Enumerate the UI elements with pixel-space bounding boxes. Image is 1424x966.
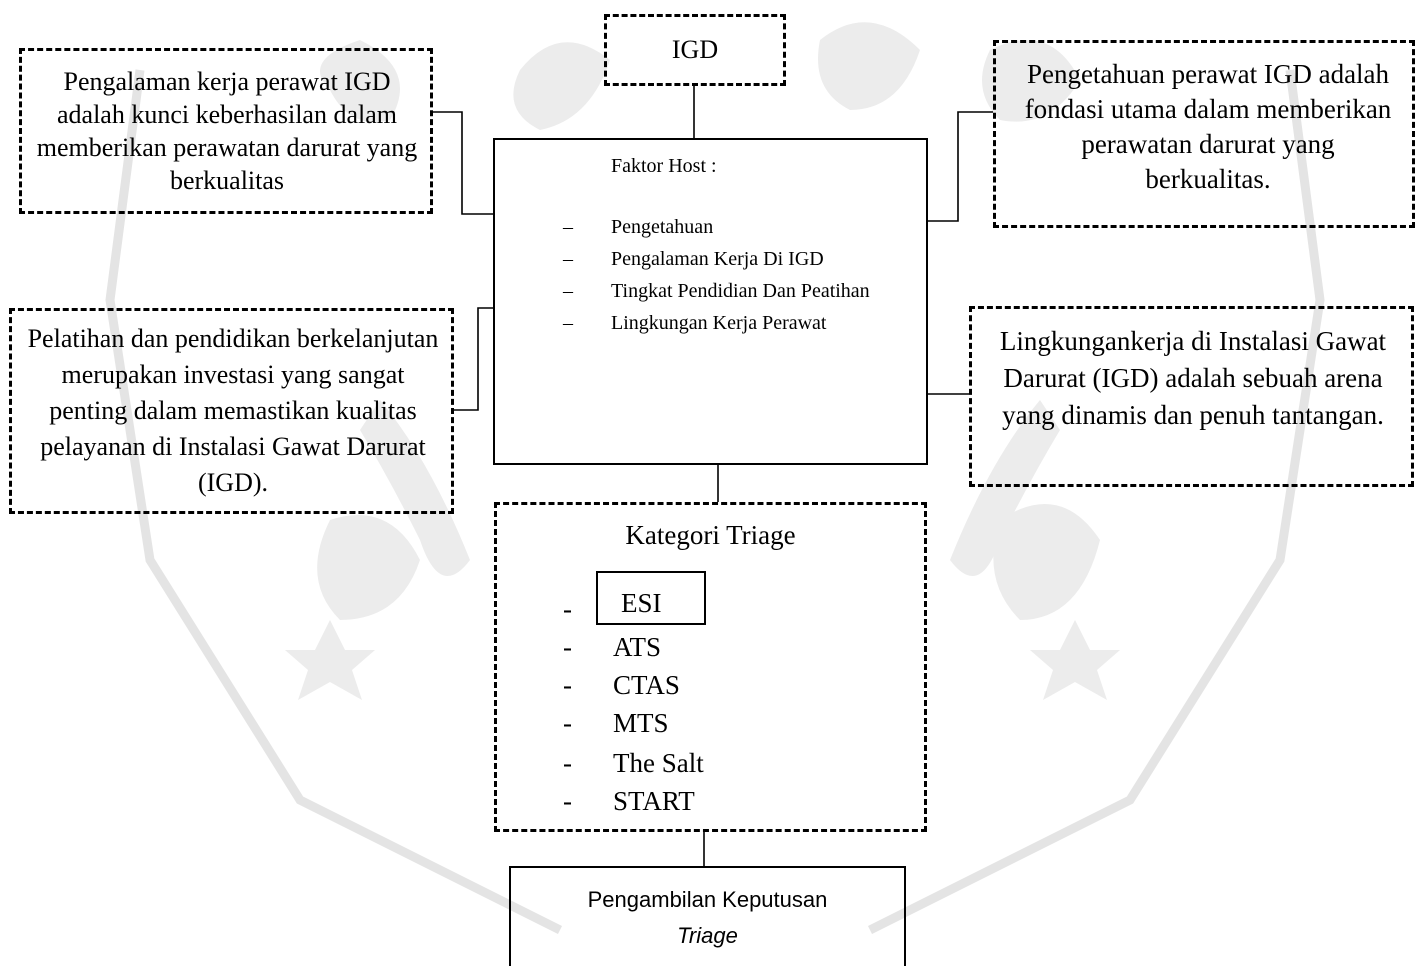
bullet-dash: – bbox=[563, 280, 573, 302]
bullet-dash: - bbox=[563, 786, 572, 816]
triage-item-label: The Salt bbox=[613, 748, 704, 778]
host-factor-item: – Tingkat Pendidian Dan Peatihan bbox=[495, 275, 926, 307]
triage-category-box: Kategori Triage - ESI - ATS - CTAS - MTS… bbox=[494, 502, 927, 832]
work-experience-text: Pengalaman kerja perawat IGD adalah kunc… bbox=[36, 67, 418, 195]
igd-node: IGD bbox=[604, 14, 786, 86]
igd-label: IGD bbox=[671, 35, 719, 64]
host-factor-box: Faktor Host : – Pengetahuan – Pengalaman… bbox=[493, 138, 928, 465]
bullet-dash: - bbox=[563, 748, 572, 778]
host-factor-label: Tingkat Pendidian Dan Peatihan bbox=[611, 280, 870, 302]
work-environment-text: Lingkungankerja di Instalasi Gawat Darur… bbox=[999, 326, 1387, 430]
host-factor-list: – Pengetahuan – Pengalaman Kerja Di IGD … bbox=[495, 211, 926, 339]
host-factor-label: Pengetahuan bbox=[611, 216, 714, 238]
training-education-text: Pelatihan dan pendidikan berkelanjutan m… bbox=[27, 324, 439, 497]
triage-item-label: ATS bbox=[613, 632, 662, 662]
bullet-dash: – bbox=[563, 216, 573, 238]
decision-title: Pengambilan Keputusan bbox=[587, 887, 828, 912]
bullet-dash: - bbox=[563, 632, 572, 662]
knowledge-text: Pengetahuan perawat IGD adalah fondasi u… bbox=[1024, 59, 1392, 194]
host-factor-item: – Pengalaman Kerja Di IGD bbox=[495, 243, 926, 275]
host-factor-item: – Lingkungan Kerja Perawat bbox=[495, 307, 926, 339]
host-factor-item: – Pengetahuan bbox=[495, 211, 926, 243]
host-factor-label: Lingkungan Kerja Perawat bbox=[611, 312, 827, 334]
bullet-dash: - bbox=[563, 670, 572, 700]
triage-item-label: START bbox=[613, 786, 695, 816]
bullet-dash: - bbox=[563, 594, 572, 624]
knowledge-note: Pengetahuan perawat IGD adalah fondasi u… bbox=[993, 40, 1415, 228]
triage-item-label: MTS bbox=[613, 708, 669, 738]
bullet-dash: – bbox=[563, 248, 573, 270]
decision-subtitle: Triage bbox=[677, 923, 738, 948]
host-factor-title: Faktor Host : bbox=[611, 155, 717, 177]
host-factor-label: Pengalaman Kerja Di IGD bbox=[611, 248, 824, 270]
esi-highlight-frame bbox=[596, 571, 706, 625]
training-education-note: Pelatihan dan pendidikan berkelanjutan m… bbox=[9, 308, 454, 514]
triage-decision-box: Pengambilan Keputusan Triage bbox=[509, 866, 906, 966]
work-experience-note: Pengalaman kerja perawat IGD adalah kunc… bbox=[19, 48, 433, 214]
triage-category-title: Kategori Triage bbox=[625, 520, 796, 550]
triage-item-label: ESI bbox=[621, 588, 662, 618]
bullet-dash: – bbox=[563, 312, 573, 334]
triage-item-label: CTAS bbox=[613, 670, 680, 700]
bullet-dash: - bbox=[563, 708, 572, 738]
work-environment-note: Lingkungankerja di Instalasi Gawat Darur… bbox=[969, 306, 1414, 487]
